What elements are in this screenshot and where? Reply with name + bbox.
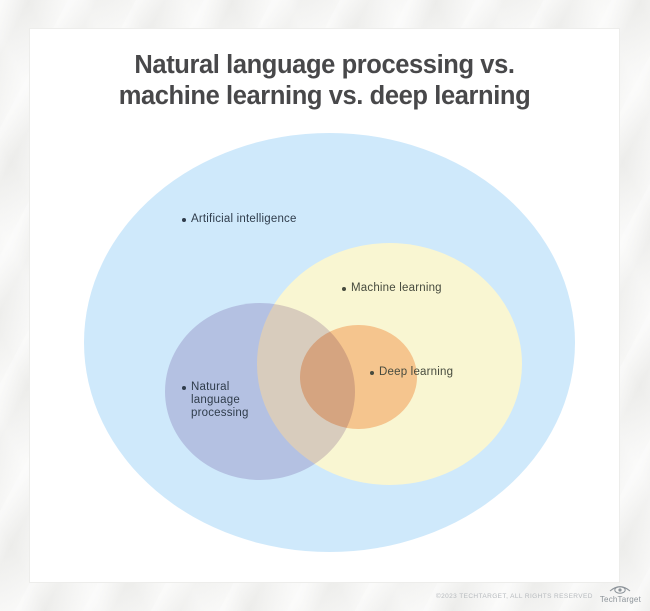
bullet-icon (182, 218, 186, 222)
footer: ©2023 TECHTARGET, ALL RIGHTS RESERVED Te… (436, 582, 641, 604)
label-text: Machine learning (351, 282, 442, 294)
label-text: Natural language processing (191, 381, 249, 419)
label-deep-learning: Deep learning (370, 366, 453, 379)
venn-diagram: Artificial intelligence Machine learning… (30, 29, 619, 582)
copyright-text: ©2023 TECHTARGET, ALL RIGHTS RESERVED (435, 593, 593, 600)
brand-name: TechTarget (599, 595, 641, 604)
infographic-card: Natural language processing vs. machine … (29, 28, 620, 583)
page-title: Natural language processing vs. machine … (30, 50, 619, 112)
bullet-icon (342, 287, 346, 291)
eye-icon (610, 586, 631, 594)
label-artificial-intelligence: Artificial intelligence (182, 213, 297, 226)
label-machine-learning: Machine learning (342, 282, 442, 295)
techtarget-logo: TechTarget (600, 582, 641, 604)
bullet-icon (370, 371, 374, 375)
title-line-2: machine learning vs. deep learning (118, 82, 531, 110)
bullet-icon (182, 386, 186, 390)
title-line-1: Natural language processing vs. (134, 51, 515, 79)
label-text: Artificial intelligence (191, 213, 297, 225)
label-text: Deep learning (379, 366, 454, 378)
set-natural-language-processing-circle (165, 303, 355, 480)
label-natural-language-processing: Natural language processing (182, 381, 257, 420)
